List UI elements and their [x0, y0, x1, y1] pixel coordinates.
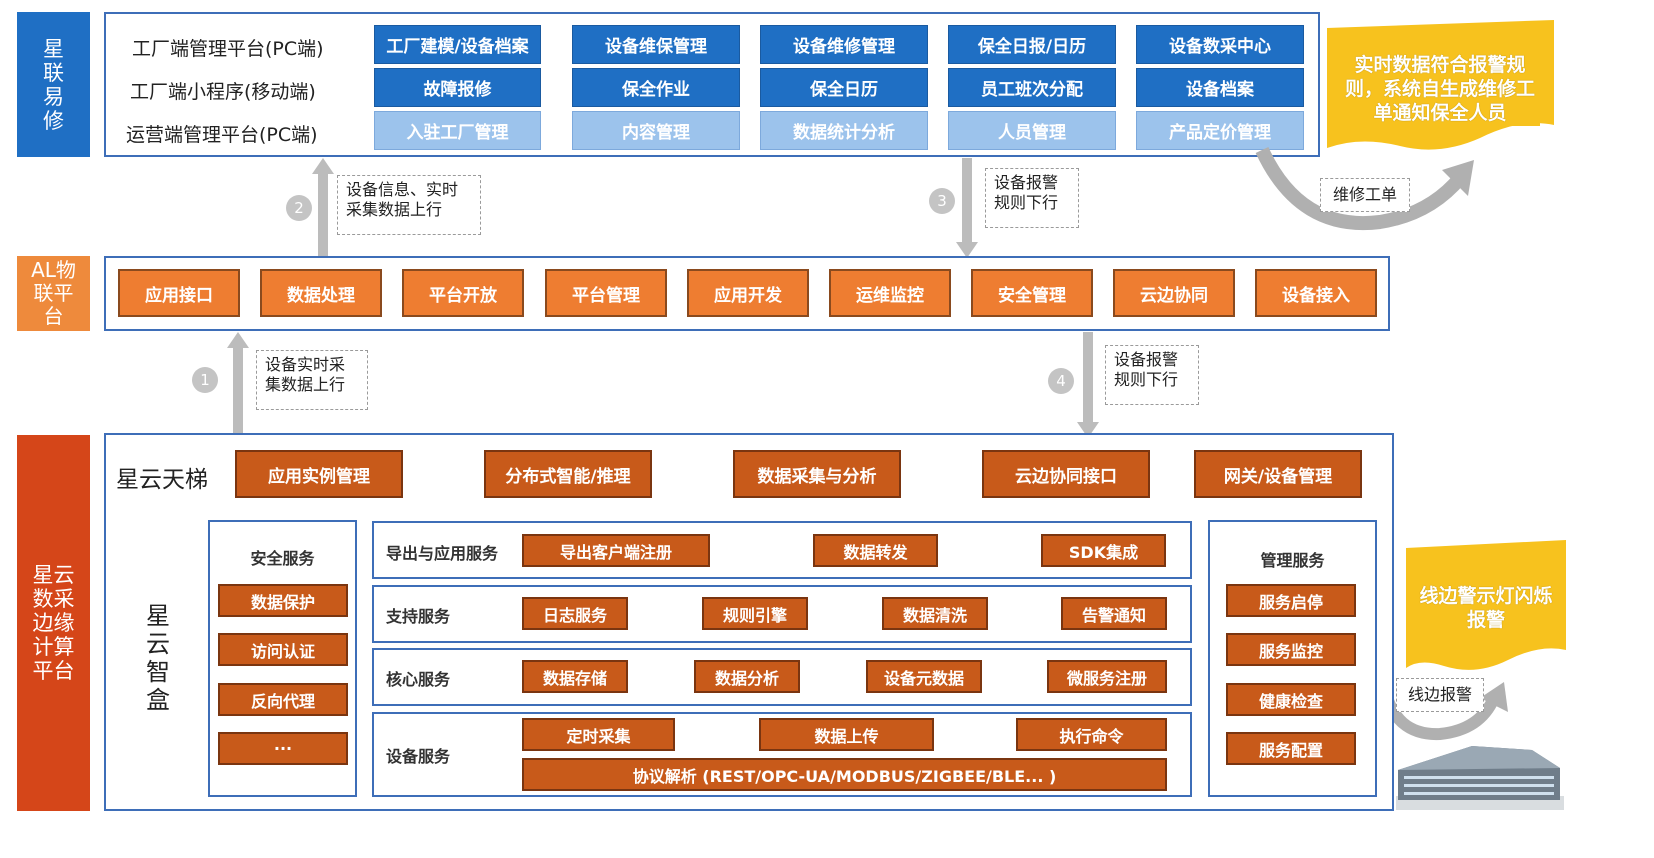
al-security-mgmt[interactable]: 安全管理	[971, 269, 1093, 317]
step-3-badge: 3	[929, 188, 955, 214]
smart-box-title: 星云智盒	[146, 602, 170, 714]
security-access-auth[interactable]: 访问认证	[218, 633, 348, 666]
al-app-interface[interactable]: 应用接口	[118, 269, 240, 317]
module-pricing[interactable]: 产品定价管理	[1136, 111, 1304, 150]
security-data-protection[interactable]: 数据保护	[218, 584, 348, 617]
module-maintenance-work[interactable]: 保全作业	[572, 68, 740, 107]
device-services-title: 设备服务	[386, 747, 451, 766]
platform-label-pc-operation: 运营端管理平台(PC端)	[126, 124, 318, 146]
factory-building-windows	[1404, 776, 1554, 795]
step-1-badge: 1	[192, 367, 218, 393]
section-label-al-iot: AL物联平台	[17, 256, 90, 331]
step-2-badge: 2	[286, 195, 312, 221]
ladder-data-analysis[interactable]: 数据采集与分析	[733, 450, 901, 498]
module-daily-report[interactable]: 保全日报/日历	[948, 25, 1116, 64]
ladder-app-instance[interactable]: 应用实例管理	[235, 450, 403, 498]
arrow-3-shaft	[962, 158, 972, 244]
support-rule-engine[interactable]: 规则引擎	[702, 597, 808, 630]
core-device-metadata[interactable]: 设备元数据	[866, 660, 982, 693]
factory-building-roof	[1398, 746, 1560, 770]
security-reverse-proxy[interactable]: 反向代理	[218, 683, 348, 716]
arrow-1-head	[227, 332, 249, 348]
export-client-register[interactable]: 导出客户端注册	[522, 534, 710, 567]
platform-label-mobile-factory: 工厂端小程序(移动端)	[130, 81, 316, 103]
arrow-4-head	[1077, 422, 1099, 438]
support-data-cleaning[interactable]: 数据清洗	[882, 597, 988, 630]
platform-label-pc-factory: 工厂端管理平台(PC端)	[132, 38, 324, 60]
device-execute-command[interactable]: 执行命令	[1016, 718, 1167, 751]
device-data-upload[interactable]: 数据上传	[759, 718, 934, 751]
export-data-forward[interactable]: 数据转发	[813, 534, 938, 567]
module-maintenance-calendar[interactable]: 保全日历	[760, 68, 928, 107]
step-4-note: 设备报警规则下行	[1105, 345, 1199, 405]
mgmt-service-startstop[interactable]: 服务启停	[1226, 584, 1356, 617]
module-factory-onboard[interactable]: 入驻工厂管理	[374, 111, 541, 150]
al-app-development[interactable]: 应用开发	[687, 269, 809, 317]
section-label-edge-computing: 星云数采边缘计算平台	[17, 435, 90, 811]
section-label-xinglian: 星联易修	[17, 12, 90, 157]
module-data-center[interactable]: 设备数采中心	[1136, 25, 1304, 64]
export-services-title: 导出与应用服务	[386, 544, 499, 563]
module-device-archive[interactable]: 设备档案	[1136, 68, 1304, 107]
support-log-service[interactable]: 日志服务	[522, 597, 628, 630]
section-label-text: AL物联平台	[31, 258, 76, 328]
arrow-2-shaft	[318, 172, 328, 256]
arrow-1-shaft	[233, 346, 243, 436]
device-scheduled-collect[interactable]: 定时采集	[522, 718, 675, 751]
work-order-curve-arrow	[1255, 147, 1466, 230]
alarm-rule-callout-text: 实时数据符合报警规则，系统自生成维修工单通知保全人员	[1340, 52, 1540, 126]
al-ops-monitoring[interactable]: 运维监控	[829, 269, 951, 317]
module-content-mgmt[interactable]: 内容管理	[572, 111, 740, 150]
arrow-3-head	[956, 242, 978, 258]
module-maintenance-mgmt[interactable]: 设备维保管理	[572, 25, 740, 64]
line-alarm-curve-head	[1480, 682, 1508, 712]
ladder-cloud-edge-interface[interactable]: 云边协同接口	[982, 450, 1150, 498]
module-fault-report[interactable]: 故障报修	[374, 68, 541, 107]
al-cloud-edge[interactable]: 云边协同	[1113, 269, 1235, 317]
security-more[interactable]: ···	[218, 732, 348, 765]
device-protocol-parsing[interactable]: 协议解析 (REST/OPC-UA/MODBUS/ZIGBEE/BLE... )	[522, 758, 1167, 791]
al-device-access[interactable]: 设备接入	[1255, 269, 1377, 317]
core-services-title: 核心服务	[386, 670, 451, 689]
core-data-analysis[interactable]: 数据分析	[694, 660, 800, 693]
arrow-4-shaft	[1083, 332, 1093, 424]
export-sdk-integration[interactable]: SDK集成	[1041, 534, 1166, 567]
work-order-curve-head	[1442, 160, 1474, 196]
mgmt-service-monitor[interactable]: 服务监控	[1226, 633, 1356, 666]
step-3-note: 设备报警规则下行	[985, 168, 1079, 228]
step-4-badge: 4	[1048, 368, 1074, 394]
support-alarm-notify[interactable]: 告警通知	[1061, 597, 1167, 630]
al-platform-mgmt[interactable]: 平台管理	[545, 269, 667, 317]
al-platform-open[interactable]: 平台开放	[402, 269, 524, 317]
line-alarm-note: 线边报警	[1396, 678, 1484, 712]
section-label-text: 星联易修	[43, 36, 64, 133]
al-data-processing[interactable]: 数据处理	[260, 269, 382, 317]
module-shift-assign[interactable]: 员工班次分配	[948, 68, 1116, 107]
security-services-title: 安全服务	[250, 549, 315, 568]
module-personnel[interactable]: 人员管理	[948, 111, 1116, 150]
mgmt-service-config[interactable]: 服务配置	[1226, 732, 1356, 765]
management-services-title: 管理服务	[1260, 551, 1325, 570]
support-services-title: 支持服务	[386, 607, 451, 626]
mgmt-health-check[interactable]: 健康检查	[1226, 683, 1356, 716]
core-data-storage[interactable]: 数据存储	[522, 660, 628, 693]
module-statistics[interactable]: 数据统计分析	[760, 111, 928, 150]
ladder-distributed-ai[interactable]: 分布式智能/推理	[484, 450, 652, 498]
ladder-title: 星云天梯	[116, 467, 208, 493]
step-2-note: 设备信息、实时采集数据上行	[337, 175, 481, 235]
module-repair-mgmt[interactable]: 设备维修管理	[760, 25, 928, 64]
work-order-note: 维修工单	[1320, 178, 1410, 212]
core-microservice-register[interactable]: 微服务注册	[1047, 660, 1167, 693]
step-1-note: 设备实时采集数据上行	[256, 350, 368, 410]
section-label-text: 星云数采边缘计算平台	[32, 563, 75, 683]
ladder-gateway-device[interactable]: 网关/设备管理	[1194, 450, 1362, 498]
line-light-callout-text: 线边警示灯闪烁报警	[1416, 582, 1556, 634]
arrow-2-head	[312, 158, 334, 174]
module-factory-modeling[interactable]: 工厂建模/设备档案	[374, 25, 541, 64]
